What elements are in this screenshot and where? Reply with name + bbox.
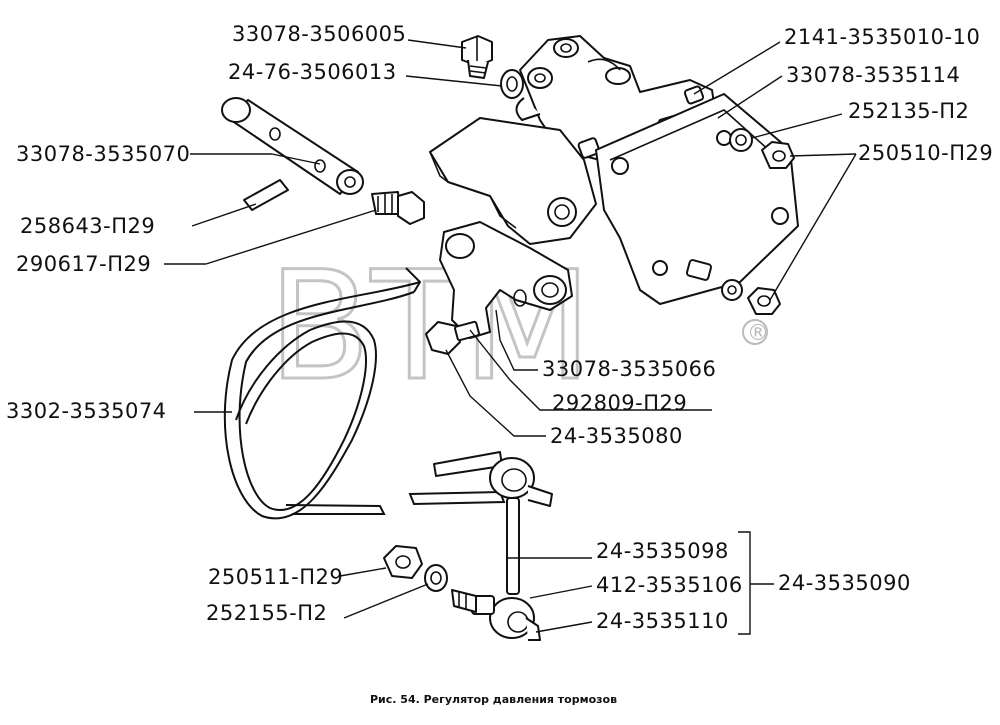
leader-lines	[164, 39, 857, 635]
washer-252135-upper	[729, 128, 753, 152]
label-33078-3506005: 33078-3506005	[232, 22, 406, 46]
part-labels: 33078-3506005 24-76-3506013 33078-353507…	[6, 22, 993, 633]
label-250511-P29: 250511-П29	[208, 565, 343, 589]
label-258643-P29: 258643-П29	[20, 214, 155, 238]
label-412-3535106: 412-3535106	[596, 573, 743, 597]
label-24-3535080: 24-3535080	[550, 424, 683, 448]
bracket-plate	[429, 117, 597, 245]
label-250510-P29: 250510-П29	[858, 141, 993, 165]
axle-33078-3535070	[221, 97, 364, 195]
label-33078-3535114: 33078-3535114	[786, 63, 960, 87]
label-24-3535110: 24-3535110	[596, 609, 729, 633]
bolt-24-3535080	[425, 320, 480, 355]
label-33078-3535070: 33078-3535070	[16, 142, 190, 166]
label-24-3535090: 24-3535090	[778, 571, 911, 595]
registered-mark-circle	[742, 319, 768, 345]
registered-mark: ®	[747, 321, 769, 346]
label-290617-P29: 290617-П29	[16, 252, 151, 276]
pressure-regulator-body	[515, 35, 731, 161]
label-33078-3535066: 33078-3535066	[542, 357, 716, 381]
label-24-3535098: 24-3535098	[596, 539, 729, 563]
spring-3302-3535074	[223, 267, 506, 520]
label-3302-3535074: 3302-3535074	[6, 399, 167, 423]
label-292809-P29: 292809-П29	[552, 391, 687, 415]
figure-caption: Рис. 54. Регулятор давления тормозов	[370, 693, 617, 706]
nut-250510-lower	[747, 287, 781, 315]
nut-250511	[383, 545, 423, 579]
washer-252155	[424, 564, 448, 592]
label-24-76-3506013: 24-76-3506013	[228, 60, 397, 84]
bolt-290617	[371, 191, 425, 225]
nut-250510-upper	[761, 141, 795, 169]
link-assembly-24-3535090	[433, 451, 553, 641]
lever-33078-3535066	[439, 221, 573, 339]
label-252155-P2: 252155-П2	[206, 601, 327, 625]
washer-252135-lower	[721, 279, 743, 301]
washer-24-76-3506013	[500, 69, 524, 99]
bolt-33078-3506005	[461, 35, 493, 79]
label-252135-P2: 252135-П2	[848, 99, 969, 123]
label-2141-3535010-10: 2141-3535010-10	[784, 25, 980, 49]
